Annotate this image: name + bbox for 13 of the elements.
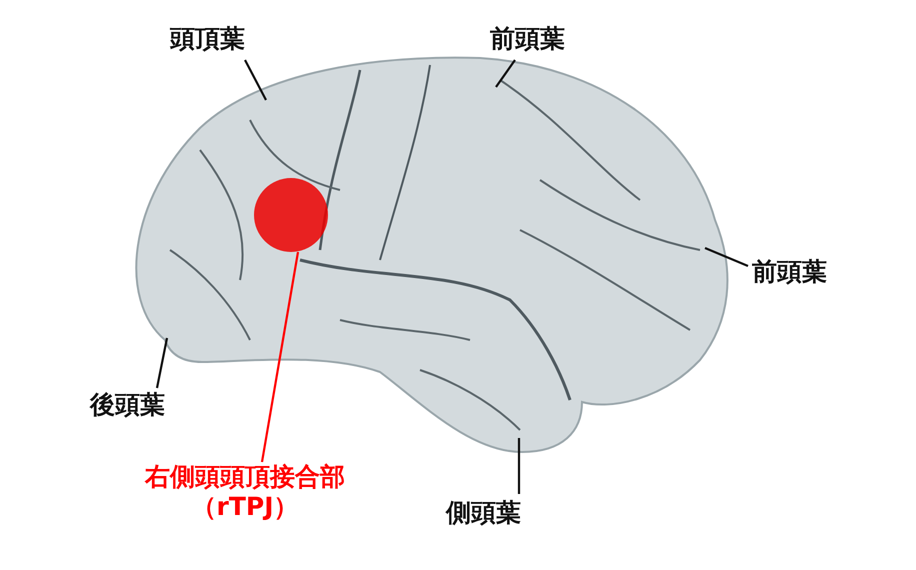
abbreviation-label: （rTPJ）	[191, 492, 298, 522]
lobe-label: 前頭葉	[490, 24, 565, 54]
leader-line	[260, 252, 300, 462]
region-label: 右側頭頭頂接合部	[145, 462, 345, 492]
leader-line	[518, 438, 520, 494]
lobe-label: 側頭葉	[446, 498, 521, 528]
leader-line	[156, 338, 168, 388]
leader-line	[495, 59, 516, 88]
lobe-label: 頭頂葉	[170, 24, 245, 54]
lobe-label: 後頭葉	[90, 390, 165, 420]
lobe-label: 前頭葉	[752, 257, 827, 287]
leader-line	[704, 246, 748, 268]
leader-line	[244, 60, 267, 100]
